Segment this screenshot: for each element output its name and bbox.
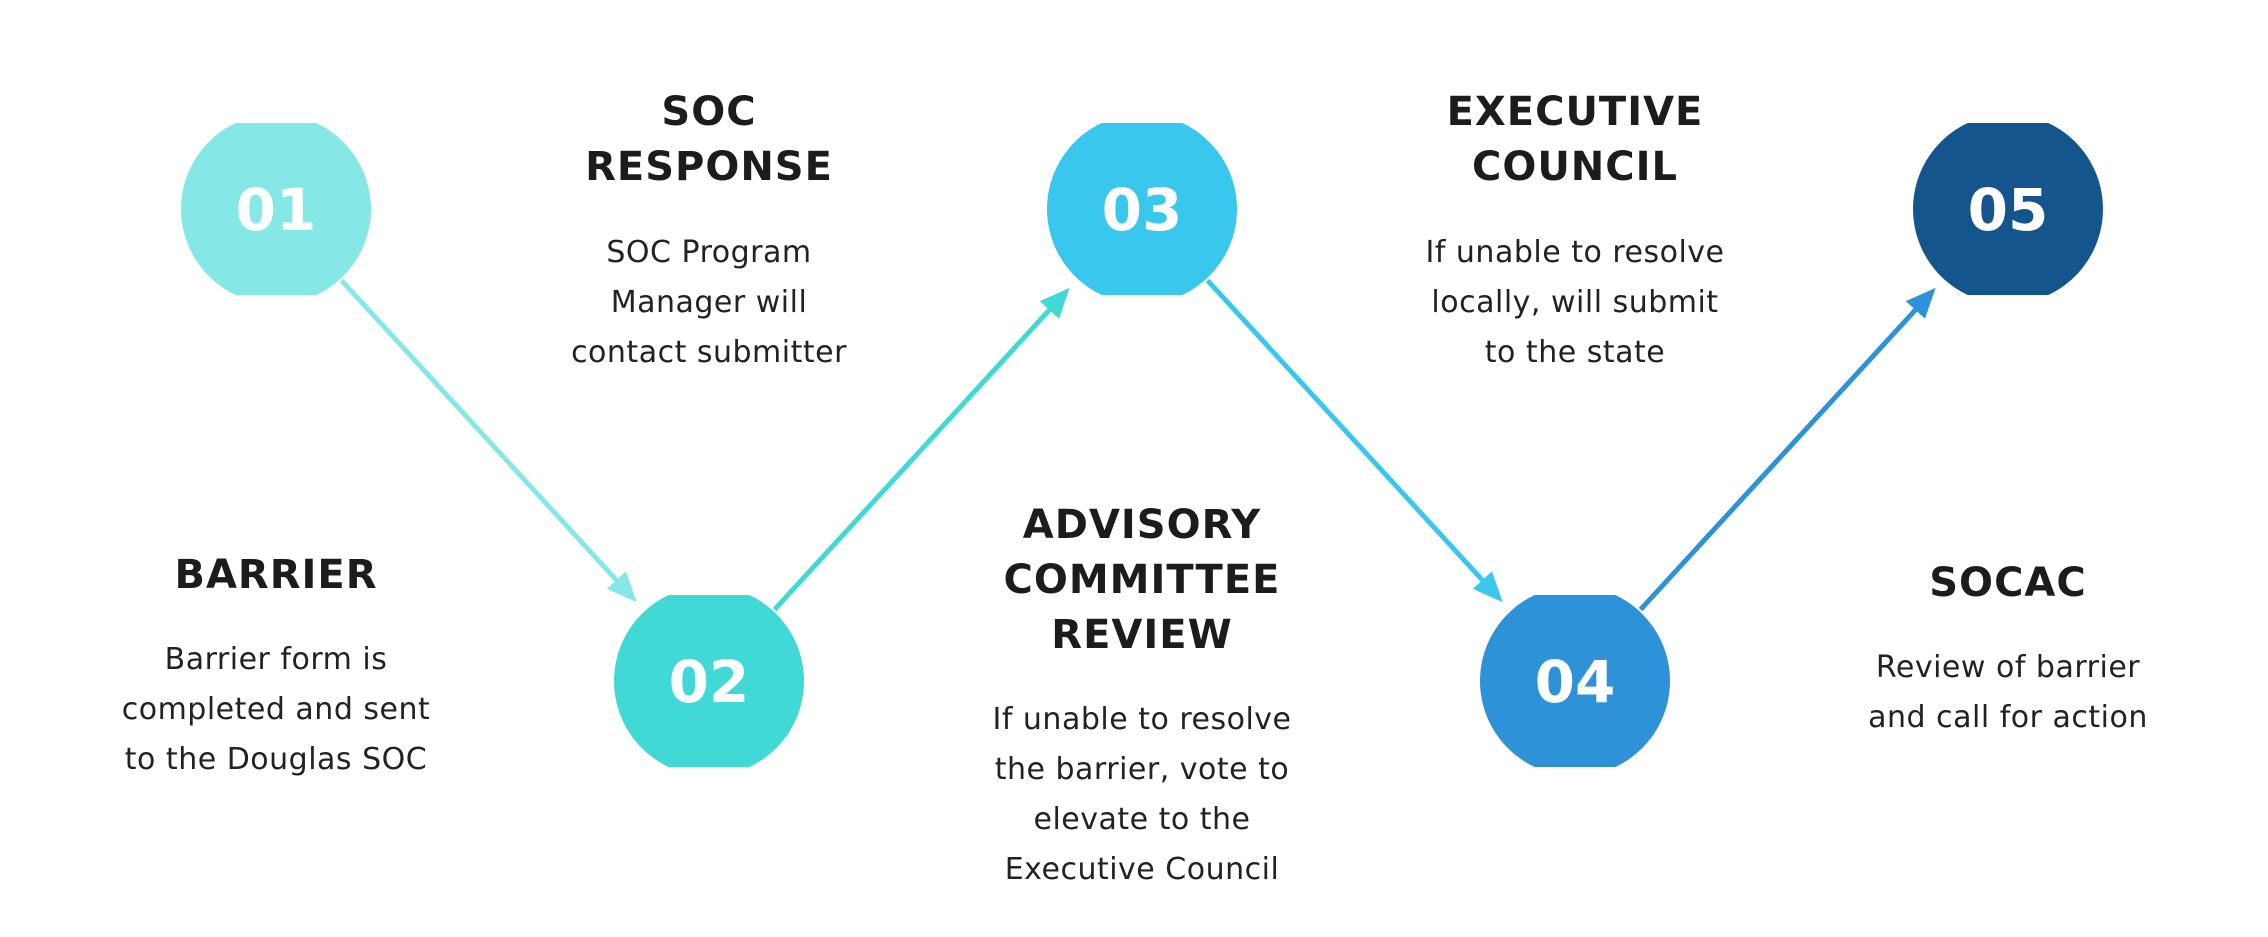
step-05-number: 05 — [1968, 176, 2049, 244]
description-line: elevate to the — [1033, 802, 1251, 837]
step-01-title: BARRIER — [66, 548, 486, 603]
step-04-circle — [1480, 595, 1670, 767]
title-line: SOC — [661, 89, 757, 135]
arrow-shaft — [772, 306, 1053, 612]
step-04-node: 04 — [1480, 595, 1670, 767]
step-02-node: 02 — [614, 595, 804, 767]
title-line: ADVISORY — [1022, 502, 1262, 548]
arrow-03-to-04 — [1205, 278, 1503, 603]
step-01-node: 01 — [181, 123, 371, 295]
description-line: completed and sent — [121, 692, 431, 727]
description-line: contact submitter — [571, 335, 847, 370]
title-line: COUNCIL — [1471, 144, 1679, 190]
description-line: If unable to resolve — [992, 702, 1292, 737]
title-line: REVIEW — [1051, 612, 1233, 658]
step-05-description: Review of barrier and call for action — [1798, 643, 2218, 743]
description-line: If unable to resolve — [1425, 235, 1725, 270]
arrowhead — [606, 571, 637, 603]
description-line: Review of barrier — [1875, 650, 2141, 685]
arrowhead — [1472, 571, 1503, 603]
step-03-description: If unable to resolve the barrier, vote to… — [932, 695, 1352, 895]
arrow-01-to-02 — [339, 278, 637, 603]
description-line: Executive Council — [1004, 852, 1280, 887]
step-05-title: SOCAC — [1798, 556, 2218, 611]
description-line: Manager will — [610, 285, 808, 320]
step-02-circle — [614, 595, 804, 767]
circle-layer: 01 02 03 04 05 — [181, 123, 2103, 767]
step-01-number: 01 — [236, 176, 317, 244]
step-03-title: ADVISORY COMMITTEE REVIEW — [932, 498, 1352, 663]
arrow-layer — [339, 278, 1936, 612]
step-01-description: Barrier form is completed and sent to the … — [66, 635, 486, 785]
step-04-title: EXECUTIVE COUNCIL — [1365, 85, 1785, 195]
step-03-node: 03 — [1047, 123, 1237, 295]
description-line: to the state — [1484, 335, 1666, 370]
step-05-node: 05 — [1913, 123, 2103, 295]
description-line: the barrier, vote to — [994, 752, 1290, 787]
title-line: SOCAC — [1929, 560, 2087, 606]
arrow-shaft — [1638, 306, 1919, 612]
step-01-circle — [181, 123, 371, 295]
arrow-02-to-03 — [772, 287, 1070, 612]
description-line: Barrier form is — [164, 642, 388, 677]
arrowhead — [1905, 287, 1936, 319]
description-line: locally, will submit — [1431, 285, 1719, 320]
step-02-number: 02 — [669, 648, 750, 716]
arrow-shaft — [339, 278, 620, 584]
arrow-shaft — [1205, 278, 1486, 584]
step-02-title: SOC RESPONSE — [499, 85, 919, 195]
title-line: COMMITTEE — [1003, 557, 1281, 603]
title-line: BARRIER — [174, 552, 378, 598]
title-line: EXECUTIVE — [1446, 89, 1704, 135]
step-03-circle — [1047, 123, 1237, 295]
arrowhead — [1039, 287, 1070, 319]
step-03-number: 03 — [1102, 176, 1183, 244]
description-line: SOC Program — [606, 235, 812, 270]
arrow-04-to-05 — [1638, 287, 1936, 612]
description-line: to the Douglas SOC — [124, 742, 428, 777]
step-05-circle — [1913, 123, 2103, 295]
step-04-number: 04 — [1535, 648, 1616, 716]
step-04-description: If unable to resolve locally, will submit… — [1365, 228, 1785, 378]
description-line: and call for action — [1868, 700, 2148, 735]
title-line: RESPONSE — [585, 144, 833, 190]
